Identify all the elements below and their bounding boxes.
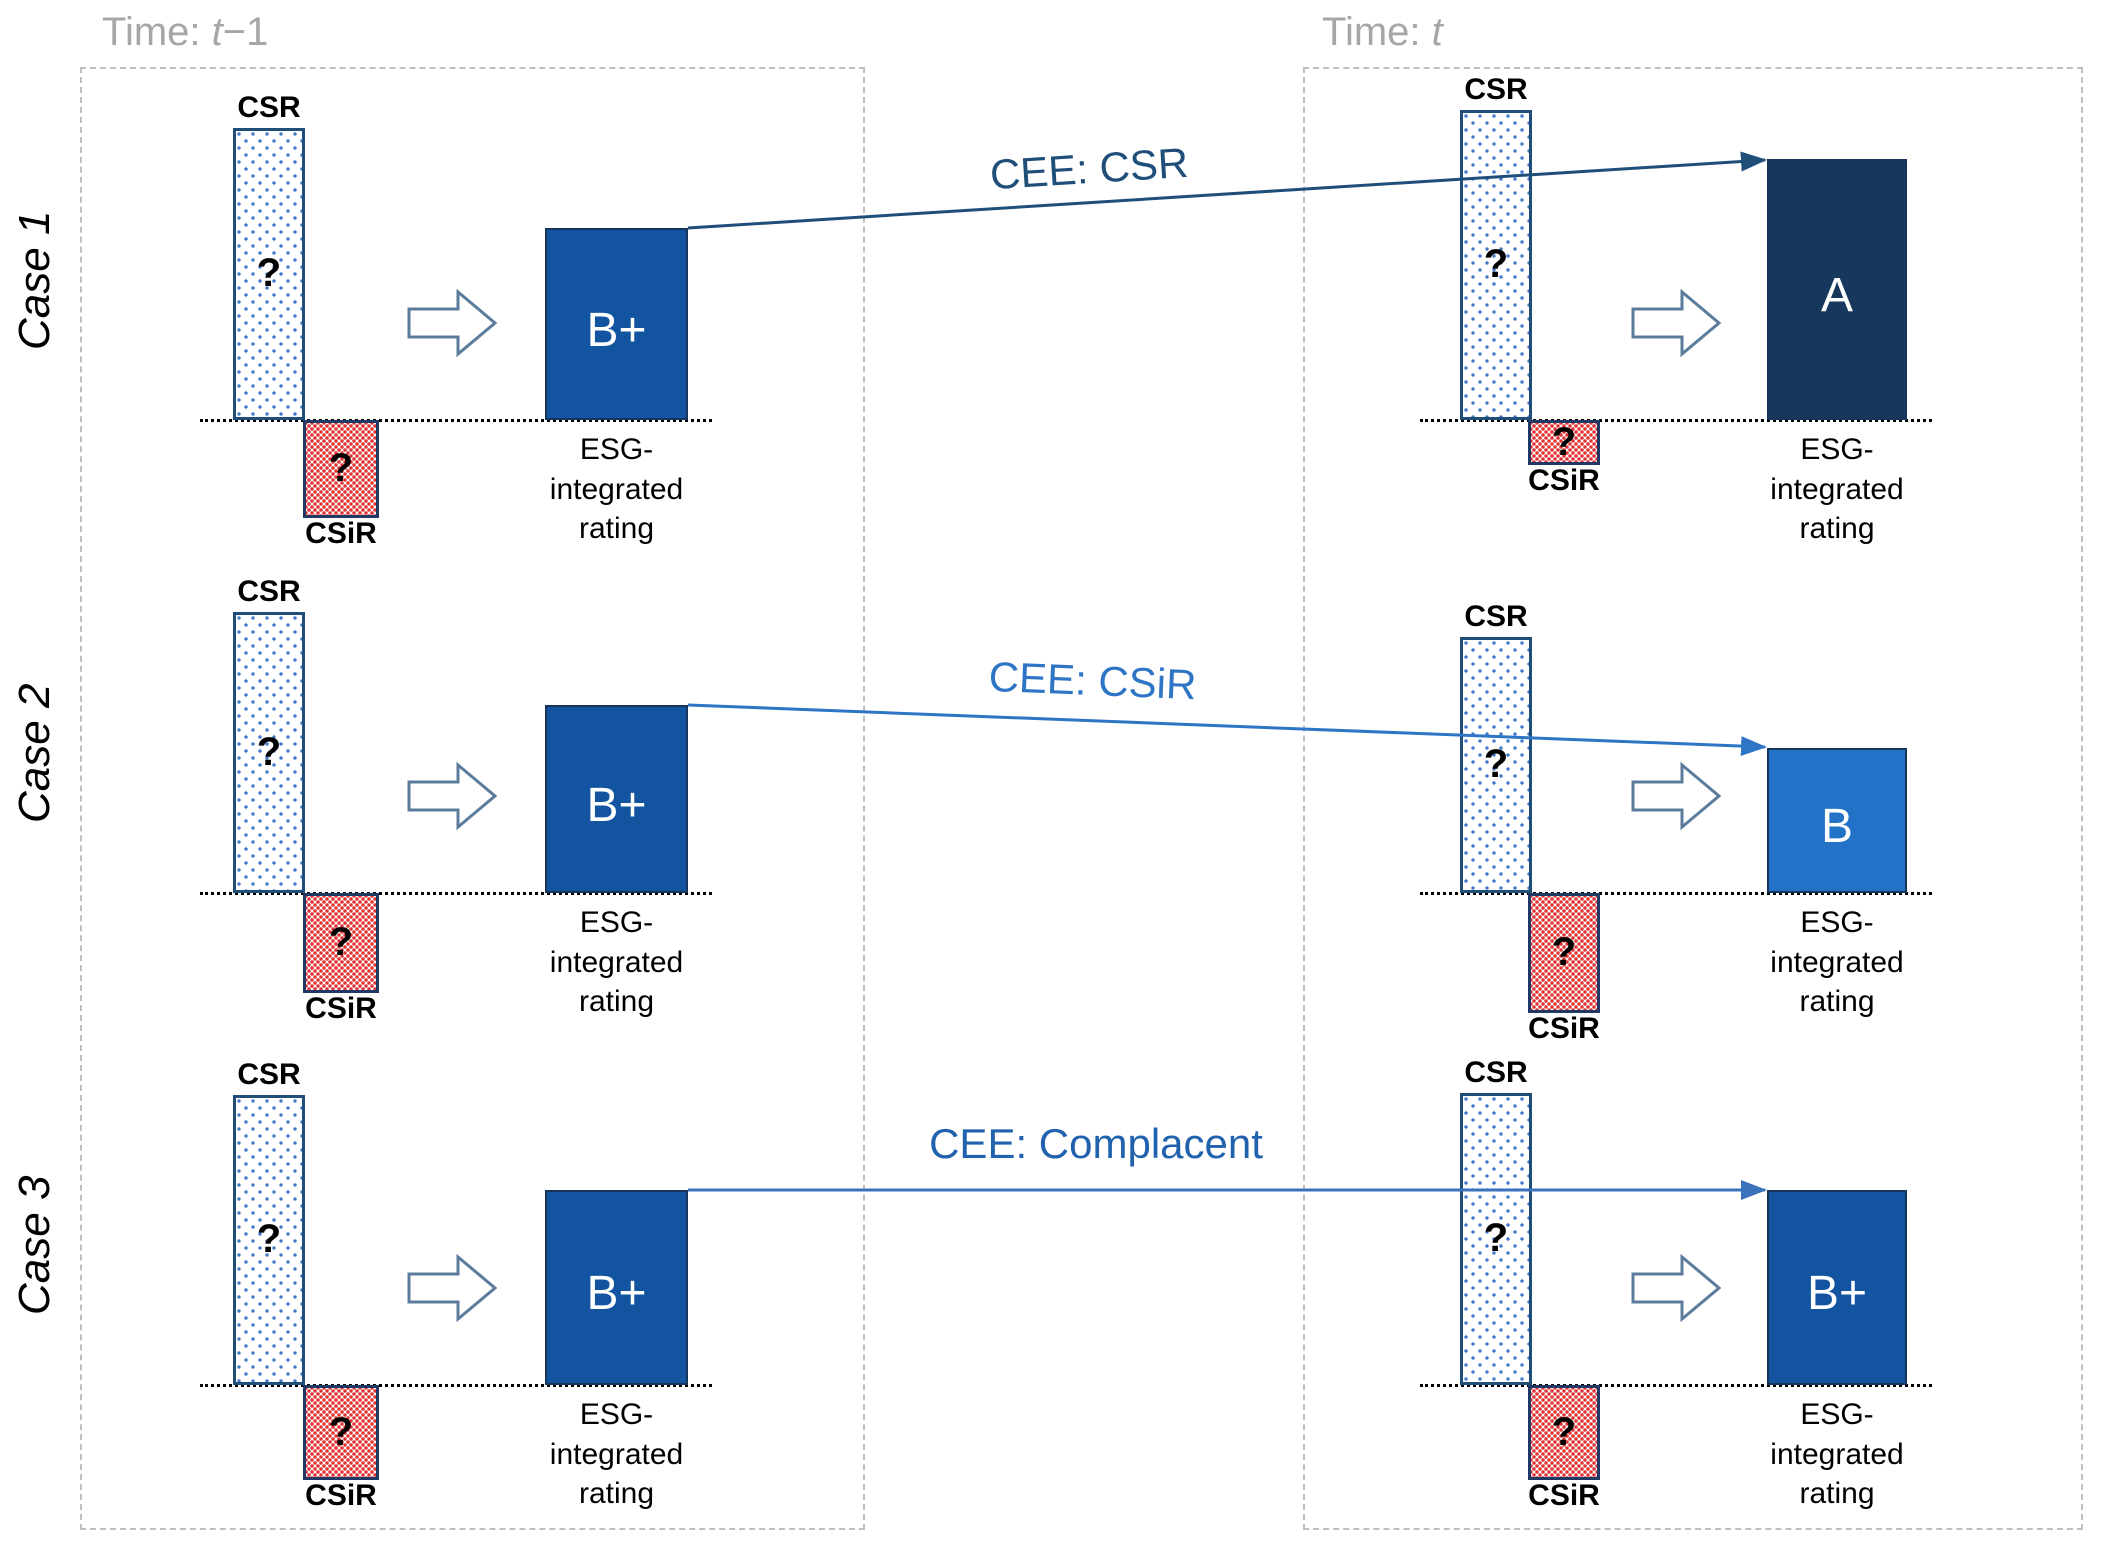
csir-bar: ? CSiR [303, 420, 379, 550]
csr-bar: CSR ? [1460, 600, 1532, 893]
csr-bar: CSR ? [233, 91, 305, 420]
rating-bar: B ESG- integrated rating [1767, 748, 1907, 1018]
time-variable: t [1431, 10, 1443, 54]
block-arrow-icon [1630, 287, 1722, 359]
esg-integrated-rating-label: ESG- integrated rating [1707, 903, 1967, 1022]
case-3-row: Case 3 CSR ? ? CSiR B+ ESG- integrated r… [0, 1025, 2102, 1525]
baseline [1420, 892, 1932, 895]
baseline [200, 892, 712, 895]
esg-integrated-rating-label: ESG- integrated rating [487, 1395, 747, 1514]
csr-bar-label: CSR [237, 91, 301, 124]
question-mark: ? [1551, 930, 1577, 975]
block-arrow-icon [406, 287, 498, 359]
csr-bar: CSR ? [233, 575, 305, 893]
csir-bar-label: CSiR [1528, 464, 1600, 497]
time-prefix: Time: [102, 10, 212, 54]
block-arrow-icon [1630, 760, 1722, 832]
csir-bar-label: CSiR [1528, 1479, 1600, 1512]
time-t-minus-1-title: Time: t−1 [102, 10, 268, 55]
block-arrow-icon [406, 1252, 498, 1324]
csir-bar-label: CSiR [305, 992, 377, 1025]
esg-label-line: ESG- [1800, 1398, 1874, 1431]
time-t-box [1303, 67, 2083, 1530]
esg-label-line: integrated [1770, 472, 1904, 506]
esg-integrated-rating-label: ESG- integrated rating [1707, 1395, 1967, 1514]
esg-label-line: rating [578, 1477, 655, 1511]
esg-label-line: rating [1799, 985, 1875, 1019]
csir-bar: ? CSiR [303, 893, 379, 1025]
baseline [1420, 1384, 1932, 1387]
question-mark: ? [1551, 1409, 1577, 1454]
csr-bar-label: CSR [1464, 73, 1528, 106]
rating-bar: B+ ESG- integrated rating [545, 705, 688, 1018]
csir-bar-label: CSiR [305, 1479, 377, 1512]
block-arrow-icon [406, 760, 498, 832]
esg-label-line: ESG- [579, 1398, 654, 1431]
question-mark: ? [256, 729, 282, 774]
rating-letter: A [1820, 269, 1853, 323]
time-prefix: Time: [1322, 10, 1432, 54]
csir-bar: ? CSiR [1528, 893, 1600, 1045]
baseline [200, 419, 712, 422]
question-mark: ? [1483, 242, 1509, 287]
csir-bar: ? CSiR [303, 1385, 379, 1512]
question-mark: ? [1483, 1216, 1509, 1261]
rating-bar: A ESG- integrated rating [1767, 159, 1907, 545]
block-arrow-icon [1630, 1252, 1722, 1324]
csir-bar-label: CSiR [1528, 1012, 1600, 1045]
csr-bar-label: CSR [237, 575, 301, 608]
question-mark: ? [328, 446, 354, 491]
esg-integrated-rating-label: ESG- integrated rating [487, 903, 747, 1022]
esg-label-line: integrated [549, 945, 684, 979]
case-2-label: Case 2 [10, 683, 59, 823]
time-t-title: Time: t [1322, 10, 1443, 55]
baseline [200, 1384, 712, 1387]
case-1-label: Case 1 [10, 210, 59, 350]
rating-letter: B+ [586, 778, 647, 832]
time-suffix: −1 [222, 10, 269, 54]
rating-letter: B+ [1806, 1267, 1868, 1321]
esg-label-line: integrated [549, 472, 684, 506]
esg-label-line: ESG- [1800, 433, 1874, 466]
rating-letter: B+ [586, 1267, 647, 1321]
question-mark: ? [1551, 419, 1577, 464]
esg-integrated-rating-label: ESG- integrated rating [1707, 430, 1967, 549]
csr-bar: CSR ? [1460, 1056, 1532, 1385]
esg-label-line: rating [578, 985, 655, 1019]
case-2-row: Case 2 CSR ? ? CSiR B+ ESG- integrated r… [0, 533, 2102, 1045]
rating-letter: B+ [586, 303, 647, 357]
csr-bar-label: CSR [1464, 1056, 1528, 1089]
question-mark: ? [256, 251, 282, 296]
time-t-minus-1-box [80, 67, 865, 1530]
csr-bar: CSR ? [233, 1058, 305, 1385]
csr-bar-label: CSR [237, 1058, 301, 1091]
csir-bar-label: CSiR [305, 517, 377, 550]
esg-integrated-rating-label: ESG- integrated rating [487, 430, 747, 549]
csr-bar-label: CSR [1464, 600, 1528, 633]
time-variable: t [211, 10, 223, 54]
case-1-row: Case 1 CSR ? ? CSiR B+ ESG- integrated r… [0, 60, 2102, 560]
question-mark: ? [328, 1409, 354, 1454]
esg-label-line: ESG- [579, 906, 654, 939]
esg-label-line: rating [578, 512, 655, 546]
rating-bar: B+ ESG- integrated rating [1767, 1190, 1907, 1510]
esg-label-line: integrated [549, 1437, 684, 1471]
esg-label-line: ESG- [579, 433, 654, 466]
esg-label-line: rating [1799, 1477, 1875, 1511]
esg-label-line: ESG- [1800, 906, 1874, 939]
csir-bar: ? CSiR [1528, 419, 1600, 497]
question-mark: ? [1483, 742, 1509, 787]
question-mark: ? [256, 1217, 282, 1262]
csir-bar: ? CSiR [1528, 1385, 1600, 1512]
question-mark: ? [328, 920, 354, 965]
esg-label-line: rating [1799, 512, 1875, 546]
csr-bar: CSR ? [1460, 73, 1532, 420]
case-3-label: Case 3 [10, 1175, 59, 1315]
rating-letter: B [1820, 800, 1853, 854]
baseline [1420, 419, 1932, 422]
rating-bar: B+ ESG- integrated rating [545, 228, 688, 545]
esg-label-line: integrated [1770, 1437, 1904, 1471]
rating-bar: B+ ESG- integrated rating [545, 1190, 688, 1510]
esg-label-line: integrated [1770, 945, 1904, 979]
